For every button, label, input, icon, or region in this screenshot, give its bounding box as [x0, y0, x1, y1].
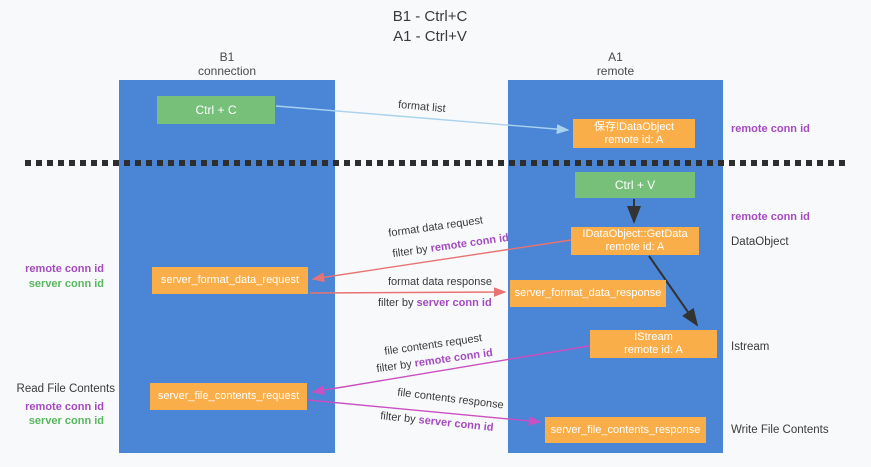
- filter-by-text: filter by: [378, 297, 414, 309]
- lane-a1-role: remote: [596, 64, 635, 78]
- lane-b1-role: connection: [197, 64, 257, 78]
- title-line-1: B1 - Ctrl+C: [392, 8, 468, 25]
- left-label-server-conn-id-bottom: server conn id: [28, 415, 104, 427]
- lane-header-a1: A1 remote: [508, 50, 723, 78]
- node-file-response-label: server_file_contents_response: [550, 423, 701, 436]
- node-ctrl-v-label: Ctrl + V: [614, 178, 656, 192]
- node-ctrl-c: Ctrl + C: [157, 96, 275, 124]
- left-label-server-conn-id-top: server conn id: [28, 278, 104, 290]
- right-label-write-file-contents: Write File Contents: [731, 424, 829, 436]
- node-save-idataobject-line2: remote id: A: [604, 133, 664, 146]
- right-label-remote-conn-id-top: remote conn id: [731, 123, 810, 135]
- node-ctrl-c-label: Ctrl + C: [195, 103, 237, 117]
- left-label-read-file-contents: Read File Contents: [16, 383, 115, 395]
- server-conn-id-text: server conn id: [417, 414, 494, 434]
- node-format-request-label: server_format_data_request: [160, 274, 300, 286]
- title-line-2: A1 - Ctrl+V: [393, 28, 467, 45]
- node-ctrl-v: Ctrl + V: [575, 172, 695, 198]
- left-label-remote-conn-id-bottom: remote conn id: [25, 401, 104, 413]
- filter-by-text: filter by: [375, 358, 413, 376]
- node-idataobject-getdata: IDataObject::GetData remote id: A: [571, 227, 699, 255]
- filter-by-text: filter by: [391, 243, 429, 261]
- node-format-response-label: server_format_data_response: [514, 287, 662, 299]
- edge-label-file-contents-response: file contents response: [396, 386, 505, 412]
- session-separator-dashed-line: [25, 160, 847, 166]
- filter-by-text: filter by: [379, 410, 417, 426]
- right-label-istream: Istream: [731, 341, 770, 353]
- node-getdata-line1: IDataObject::GetData: [582, 228, 688, 240]
- diagram-title: B1 - Ctrl+C A1 - Ctrl+V: [0, 7, 860, 47]
- node-file-request-label: server_file_contents_request: [157, 390, 300, 402]
- right-label-dataobject: DataObject: [731, 236, 789, 248]
- node-istream-line2: remote id: A: [624, 344, 683, 356]
- node-save-idataobject-line1: 保存IDataObject: [593, 120, 675, 133]
- node-save-idataobject: 保存IDataObject remote id: A: [573, 119, 695, 148]
- node-istream: IStream remote id: A: [590, 330, 717, 358]
- edge-label-format-data-response: format data response: [388, 276, 492, 288]
- node-getdata-line2: remote id: A: [605, 241, 665, 253]
- edge-label-format-data-request: format data request: [387, 214, 484, 240]
- edge-label-format-list: format list: [397, 98, 447, 116]
- lane-b1-name: B1: [219, 50, 235, 64]
- lane-header-b1: B1 connection: [119, 50, 335, 78]
- server-conn-id-text: server conn id: [416, 297, 492, 309]
- remote-conn-id-text: remote conn id: [429, 231, 510, 255]
- node-server-format-data-response: server_format_data_response: [510, 280, 666, 307]
- right-label-remote-conn-id-mid: remote conn id: [731, 211, 810, 223]
- lane-a1-name: A1: [608, 50, 623, 64]
- left-label-remote-conn-id-top: remote conn id: [25, 263, 104, 275]
- node-server-file-contents-request: server_file_contents_request: [150, 383, 307, 410]
- node-server-file-contents-response: server_file_contents_response: [545, 417, 706, 443]
- format-data-response-arrow: [309, 287, 507, 297]
- node-server-format-data-request: server_format_data_request: [152, 267, 308, 294]
- node-istream-line1: IStream: [634, 331, 673, 343]
